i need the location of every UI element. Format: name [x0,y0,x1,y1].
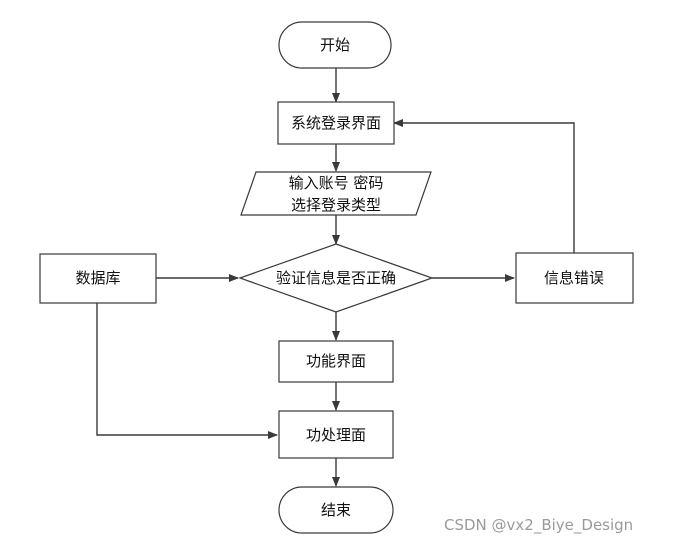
function-screen-label: 功能界面 [306,352,366,370]
function-screen-box: 功能界面 [278,340,394,383]
input-label-line1: 输入账号 密码 [289,174,384,192]
info-error-box: 信息错误 [515,252,634,304]
database-label: 数据库 [75,269,120,287]
database-box: 数据库 [39,253,157,304]
processing-screen-box: 功处理面 [278,410,394,459]
verify-label: 验证信息是否正确 [276,269,396,287]
edge-database-to-processing [96,303,278,439]
watermark-text: CSDN @vx2_Biye_Design [444,516,634,534]
end-label: 结束 [321,501,351,519]
login-screen-box: 系统登录界面 [277,101,395,145]
edge-error-to-login [393,119,575,253]
start-terminal: 开始 [278,21,392,69]
end-terminal: 结束 [278,486,394,534]
info-error-label: 信息错误 [544,269,604,287]
input-label-line2: 选择登录类型 [291,196,381,214]
edges [96,68,575,487]
login-screen-label: 系统登录界面 [291,114,381,132]
verify-decision-diamond: 验证信息是否正确 [238,243,434,313]
input-parallelogram: 输入账号 密码 选择登录类型 [240,171,432,216]
processing-screen-label: 功处理面 [306,426,366,444]
start-label: 开始 [320,36,350,54]
